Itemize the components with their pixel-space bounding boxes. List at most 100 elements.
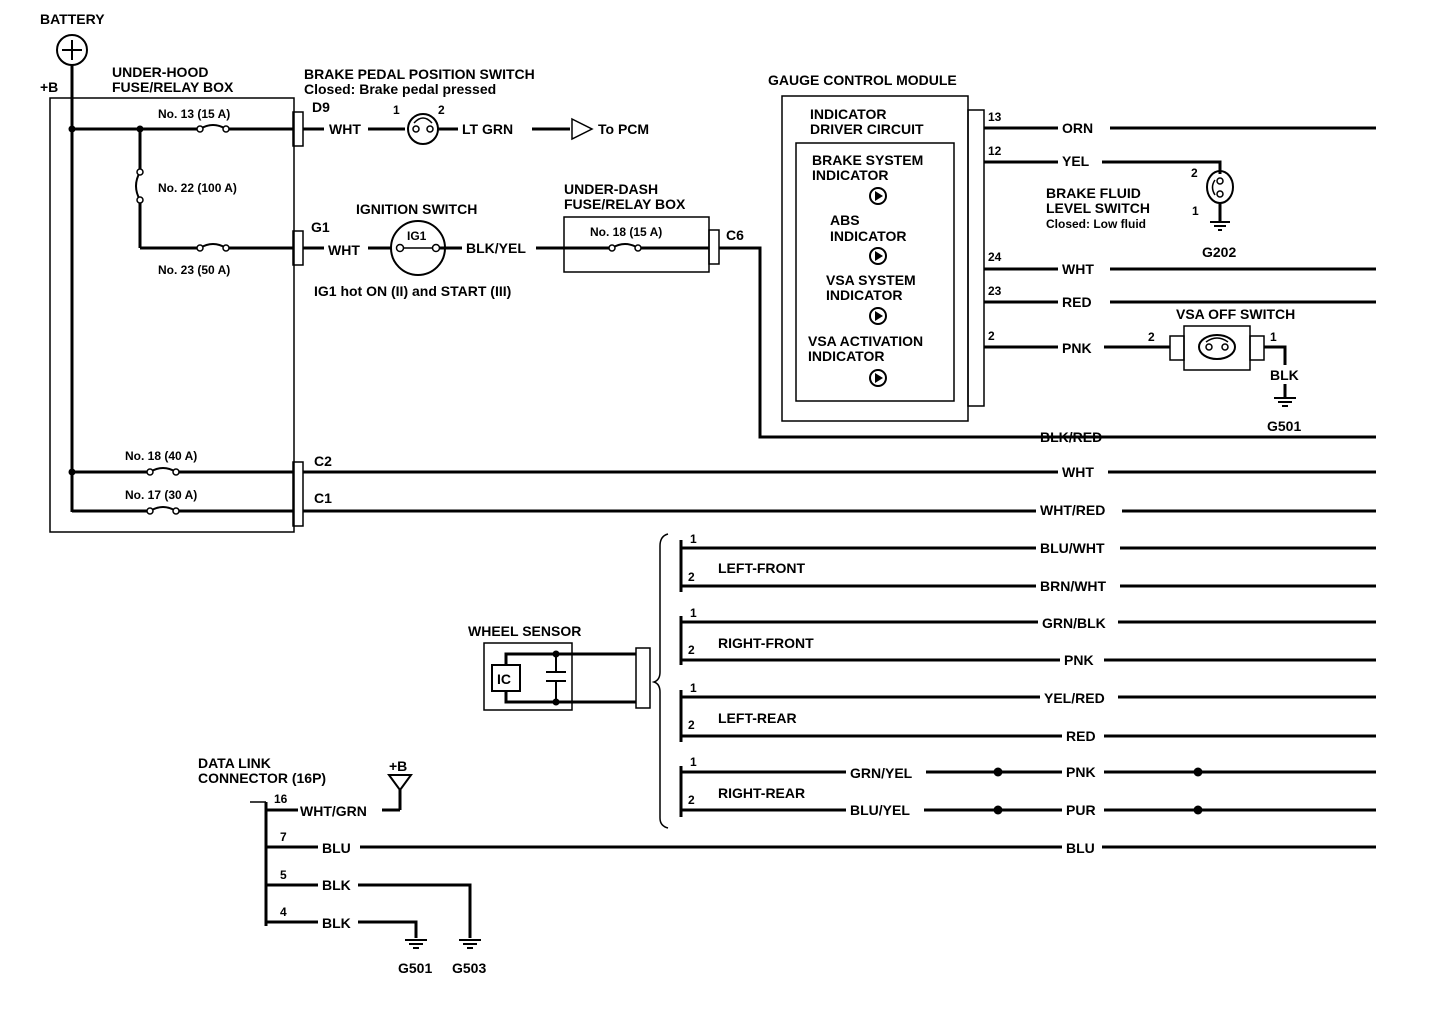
wire-orn-label: ORN (1062, 120, 1093, 136)
lr-pin1: 1 (690, 681, 697, 695)
ignition-note: IG1 hot ON (II) and START (III) (314, 283, 511, 299)
battery-plus-b: +B (40, 79, 58, 95)
fuse-18-40a-icon (149, 467, 177, 473)
lr-pin2: 2 (688, 718, 695, 732)
rr-pin1: 1 (690, 755, 697, 769)
wire-red-label: RED (1062, 294, 1092, 310)
brake-pedal-switch: BRAKE PEDAL POSITION SWITCH Closed: Brak… (303, 66, 649, 145)
lf-pin2: 2 (688, 570, 695, 584)
lr-label: LEFT-REAR (718, 710, 797, 726)
underdash-title-2: FUSE/RELAY BOX (564, 196, 686, 212)
gcm-vsaact-1: VSA ACTIVATION (808, 333, 923, 349)
brake-fluid-switch-icon (1206, 170, 1234, 204)
dlc-wire-5: BLK (322, 877, 351, 893)
underdash-fuse-18-label: No. 18 (15 A) (590, 225, 662, 239)
underhood-box-outline (49, 97, 295, 533)
fuse-22-icon (135, 171, 141, 201)
ignition-switch: IGNITION SWITCH WHT IG1 BLK/YEL IG1 hot … (303, 201, 564, 299)
connector-c2-c1 (292, 461, 304, 527)
wire-wht-c2-label: WHT (1062, 464, 1094, 480)
vsa-off-switch-icon (1198, 334, 1236, 360)
rr-pin2: 2 (688, 793, 695, 807)
gcm-abs-2: INDICATOR (830, 228, 906, 244)
fluid-switch-title-2: LEVEL SWITCH (1046, 200, 1150, 216)
wire-yel-label: YEL (1062, 153, 1090, 169)
gcm-vsa-1: VSA SYSTEM (826, 272, 916, 288)
gcm-vsaact-2: INDICATOR (808, 348, 884, 364)
gcm-pin-24: 24 (988, 250, 1002, 264)
underhood-title-2: FUSE/RELAY BOX (112, 79, 234, 95)
rr-wire1a: GRN/YEL (850, 765, 913, 781)
brake-switch-pin1: 1 (393, 103, 400, 117)
to-pcm-arrow-icon (571, 117, 594, 141)
rr-wire2a: BLU/YEL (850, 802, 910, 818)
fuse-18-40a-label: No. 18 (40 A) (125, 449, 197, 463)
underdash-fuse-18-icon (611, 243, 639, 249)
fluid-switch-pin1: 1 (1192, 204, 1199, 218)
brake-indicator-icon (869, 187, 887, 205)
gauge-control-module: GAUGE CONTROL MODULE INDICATOR DRIVER CI… (768, 72, 1002, 422)
brake-switch-wire-in: WHT (329, 121, 361, 137)
ignition-terminal: IG1 (407, 229, 427, 243)
vsa-off-ground: G501 (1267, 418, 1301, 434)
wire-wht-red-label: WHT/RED (1040, 502, 1105, 518)
gcm-pin-2: 2 (988, 329, 995, 343)
rf-pin1: 1 (690, 606, 697, 620)
gcm-driver-2: DRIVER CIRCUIT (810, 121, 924, 137)
vsa-off-title: VSA OFF SWITCH (1176, 306, 1295, 322)
data-link-connector: DATA LINK CONNECTOR (16P) 16 WHT/GRN +B … (198, 755, 1376, 976)
dlc-wire-7a: BLU (322, 840, 351, 856)
wheel-sensor: WHEEL SENSOR IC 1 BLU/WHT LEFT-FRONT 2 B… (468, 532, 1376, 829)
vsa-activation-indicator-icon (869, 369, 887, 387)
fluid-switch-title-1: BRAKE FLUID (1046, 185, 1141, 201)
vsa-off-pin1: 1 (1270, 330, 1277, 344)
g202-label: G202 (1202, 244, 1236, 260)
vsa-indicator-icon (869, 307, 887, 325)
fuse-13-label: No. 13 (15 A) (158, 107, 230, 121)
rf-pin2: 2 (688, 643, 695, 657)
gcm-driver-box (795, 142, 955, 402)
connector-c6 (708, 229, 720, 265)
ignition-wire-in: WHT (328, 242, 360, 258)
gcm-wires: ORN YEL WHT RED PNK BLK/RED WHT WHT/RED (303, 120, 1376, 518)
dlc-plus-b: +B (389, 758, 407, 774)
vsa-off-switch: VSA OFF SWITCH 2 1 BLK G501 (1148, 306, 1301, 434)
dlc-wire-7b: BLU (1066, 840, 1095, 856)
dlc-pin-16: 16 (274, 792, 288, 806)
wire-blk-red-label: BLK/RED (1040, 429, 1102, 445)
battery: BATTERY +B (40, 11, 105, 512)
wire-blk-red (719, 246, 1376, 439)
rf-label: RIGHT-FRONT (718, 635, 814, 651)
fuse-22-label: No. 22 (100 A) (158, 181, 237, 195)
battery-label: BATTERY (40, 11, 105, 27)
to-pcm-label: To PCM (598, 121, 649, 137)
dlc-wire-16: WHT/GRN (300, 803, 367, 819)
gcm-vsa-2: INDICATOR (826, 287, 902, 303)
underhood-fuse-box: UNDER-HOOD FUSE/RELAY BOX No. 13 (15 A) … (49, 64, 332, 533)
rf-wire2: PNK (1064, 652, 1094, 668)
connector-d9-label: D9 (312, 99, 330, 115)
lf-wire2: BRN/WHT (1040, 578, 1107, 594)
dlc-wire-4: BLK (322, 915, 351, 931)
ignition-title: IGNITION SWITCH (356, 201, 477, 217)
gcm-brake-2: INDICATOR (812, 167, 888, 183)
underdash-fuse-box: UNDER-DASH FUSE/RELAY BOX No. 18 (15 A) … (563, 181, 1376, 439)
dlc-title-1: DATA LINK (198, 755, 271, 771)
gcm-pin-13: 13 (988, 110, 1002, 124)
fluid-switch-pin2: 2 (1191, 166, 1198, 180)
dlc-g501: G501 (398, 960, 432, 976)
gcm-connector (967, 109, 985, 407)
lr-wire1: YEL/RED (1044, 690, 1105, 706)
lr-wire2: RED (1066, 728, 1096, 744)
brake-switch-wire-out: LT GRN (462, 121, 513, 137)
fuse-17-label: No. 17 (30 A) (125, 488, 197, 502)
connector-c2-label: C2 (314, 453, 332, 469)
brake-switch-pin2: 2 (438, 103, 445, 117)
brake-switch-subtitle: Closed: Brake pedal pressed (304, 81, 496, 97)
rr-wire2b: PUR (1066, 802, 1096, 818)
wheel-sensor-ic-label: IC (497, 671, 511, 687)
connector-c1-label: C1 (314, 490, 332, 506)
wire-pnk-label: PNK (1062, 340, 1092, 356)
gcm-pin-23: 23 (988, 284, 1002, 298)
